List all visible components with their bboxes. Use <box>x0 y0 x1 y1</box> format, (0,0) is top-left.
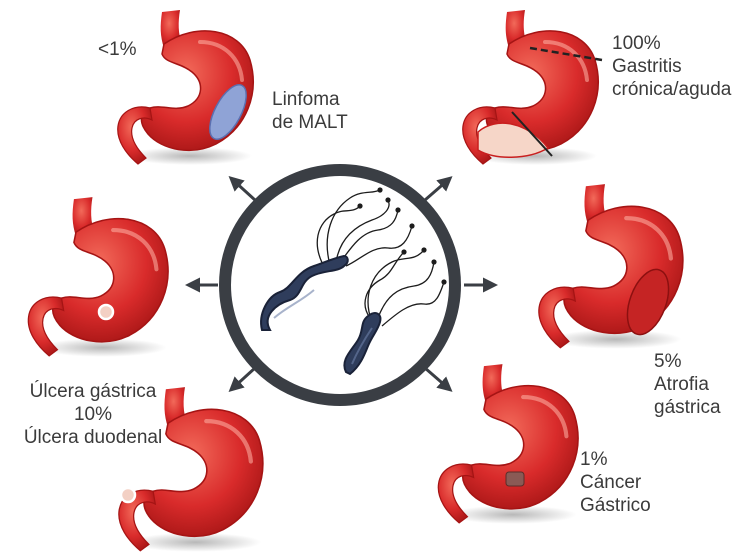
stomach-malt <box>118 10 254 165</box>
label-malt-pct: <1% <box>98 38 137 61</box>
label-cancer: 1% Cáncer Gástrico <box>580 448 651 517</box>
arrow-to-malt <box>233 180 255 200</box>
stomach-gastritis <box>463 10 602 165</box>
duodenal-ulcer-spot <box>121 488 135 502</box>
label-gastritis: 100% Gastritis crónica/aguda <box>612 32 731 101</box>
cancer-lesion <box>506 472 524 486</box>
stomach-ulcer-gastric <box>28 197 168 357</box>
arrow-to-cancer <box>425 368 448 388</box>
arrow-to-gastritis <box>425 180 448 200</box>
gastric-ulcer-spot <box>99 305 113 319</box>
label-malt: Linfoma de MALT <box>272 88 348 134</box>
arrow-to-ulcer-lower <box>233 368 255 388</box>
center-circle <box>225 170 455 400</box>
label-ulcer: Úlcera gástrica 10% Úlcera duodenal <box>18 380 168 449</box>
label-atrophy: 5% Atrofia gástrica <box>654 350 721 419</box>
stomach-cancer <box>438 364 578 524</box>
stomach-atrophy <box>539 184 683 349</box>
